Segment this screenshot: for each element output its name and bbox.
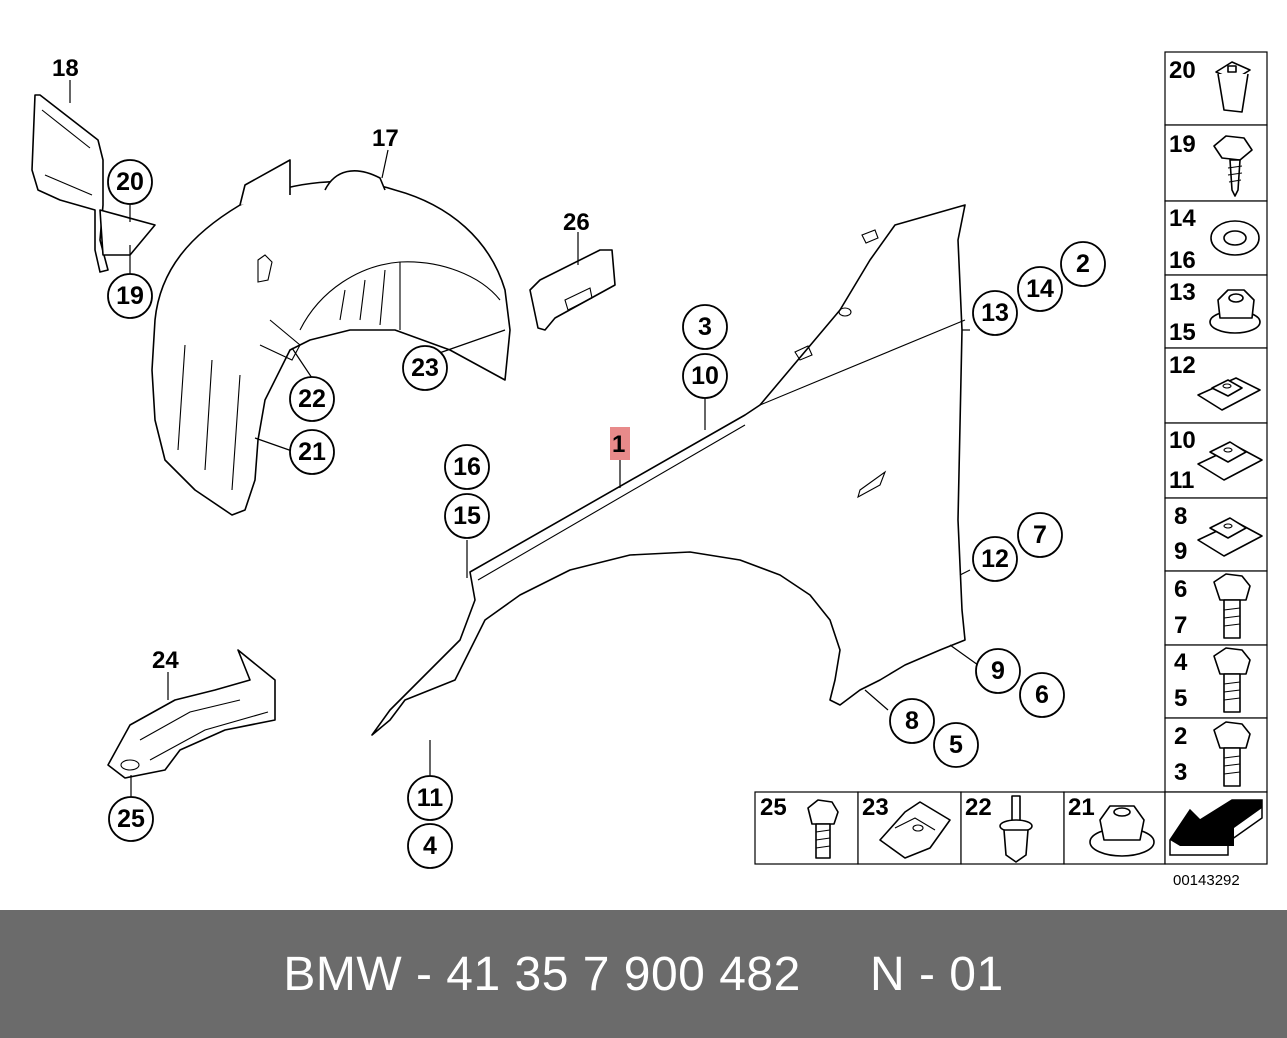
label-1-highlighted: 1 [612, 431, 625, 458]
svg-text:9: 9 [991, 657, 1005, 685]
callout-19: 19 [107, 273, 153, 319]
hex-collar-nut-icon [1209, 289, 1261, 334]
side-legend-label-14: 14 [1169, 205, 1196, 232]
callout-15: 15 [444, 493, 490, 539]
self-tapping-screw-icon [1213, 135, 1253, 197]
side-fastener-legend: 20 19 14 16 13 15 12 10 11 8 9 6 7 4 5 2… [1164, 51, 1268, 793]
side-legend-label-12: 12 [1169, 352, 1196, 379]
svg-text:7: 7 [1033, 521, 1047, 549]
footer-bar: BMW - 41 35 7 900 482 N - 01 [0, 910, 1287, 1038]
label-24: 24 [152, 647, 179, 674]
label-26: 26 [563, 209, 590, 236]
part-18-bracket [31, 80, 156, 273]
part-26-clip-bracket [529, 232, 616, 331]
expanding-nut-icon [1215, 61, 1251, 113]
svg-text:16: 16 [453, 453, 481, 481]
svg-text:11: 11 [417, 784, 444, 812]
label-17: 17 [372, 125, 399, 152]
callout-12: 12 [972, 536, 1018, 582]
diagram-code: 00143292 [1173, 872, 1240, 889]
side-legend-label-6: 6 [1174, 576, 1187, 603]
callout-14: 14 [1017, 266, 1063, 312]
svg-text:22: 22 [298, 385, 326, 413]
parts-diagram: 18 17 26 1 24 [31, 51, 1268, 889]
label-18: 18 [52, 55, 79, 82]
bottom-fastener-legend: 25 23 22 21 [754, 791, 1268, 865]
side-legend-label-4: 4 [1174, 649, 1188, 676]
callout-20: 20 [107, 159, 153, 205]
callout-3: 3 [682, 304, 728, 350]
callout-21: 21 [289, 429, 335, 475]
side-legend-label-3: 3 [1174, 759, 1187, 786]
side-legend-label-13: 13 [1169, 279, 1196, 306]
side-legend-label-16: 16 [1169, 247, 1196, 274]
callout-25: 25 [108, 796, 154, 842]
callout-4: 4 [407, 823, 453, 869]
callout-23: 23 [402, 345, 448, 391]
direction-arrow-icon [1169, 799, 1263, 856]
side-legend-label-10: 10 [1169, 427, 1196, 454]
side-legend-label-9: 9 [1174, 538, 1187, 565]
callout-7: 7 [1017, 512, 1063, 558]
svg-text:15: 15 [453, 502, 481, 530]
flange-nut-icon [1089, 805, 1155, 857]
bottom-legend-label-22: 22 [965, 794, 992, 821]
side-legend-label-11: 11 [1169, 467, 1194, 494]
hex-screw-icon [807, 799, 839, 859]
part-17-wheel-arch-liner [151, 149, 511, 516]
hex-bolt-icon [1213, 647, 1251, 713]
spring-clip-nut-icon [879, 801, 951, 859]
svg-text:21: 21 [298, 438, 326, 466]
callout-6: 6 [1019, 672, 1065, 718]
side-legend-label-8: 8 [1174, 503, 1187, 530]
bottom-legend-label-23: 23 [862, 794, 889, 821]
cage-nut-icon [1197, 441, 1263, 481]
bottom-legend-label-21: 21 [1068, 794, 1095, 821]
svg-text:2: 2 [1076, 250, 1090, 278]
svg-text:5: 5 [949, 731, 963, 759]
bottom-legend-label-25: 25 [760, 794, 787, 821]
svg-text:19: 19 [116, 282, 144, 310]
side-legend-label-19: 19 [1169, 131, 1196, 158]
callout-5: 5 [933, 722, 979, 768]
svg-text:8: 8 [905, 707, 919, 735]
hex-bolt-icon [1213, 573, 1251, 639]
svg-text:10: 10 [691, 362, 719, 390]
side-legend-label-7: 7 [1174, 612, 1187, 639]
hex-bolt-icon [1213, 721, 1251, 787]
callout-2: 2 [1060, 241, 1106, 287]
callout-8: 8 [889, 698, 935, 744]
callout-13: 13 [972, 290, 1018, 336]
expanding-rivet-icon [999, 795, 1033, 863]
callout-10: 10 [682, 353, 728, 399]
leader-lines [129, 202, 979, 798]
svg-text:12: 12 [981, 545, 1009, 573]
part-number-caption: BMW - 41 35 7 900 482 N - 01 [283, 947, 1004, 1001]
side-legend-label-2: 2 [1174, 723, 1187, 750]
part-1-front-fender [371, 204, 966, 736]
svg-text:23: 23 [411, 354, 439, 382]
side-legend-label-5: 5 [1174, 685, 1187, 712]
svg-text:6: 6 [1035, 681, 1049, 709]
side-legend-label-20: 20 [1169, 57, 1196, 84]
washer-icon [1210, 220, 1260, 256]
callout-11: 11 [407, 775, 453, 821]
svg-text:4: 4 [423, 832, 437, 860]
side-legend-label-15: 15 [1169, 319, 1196, 346]
svg-text:20: 20 [116, 168, 144, 196]
svg-text:3: 3 [698, 313, 712, 341]
svg-text:13: 13 [981, 299, 1009, 327]
callout-22: 22 [289, 376, 335, 422]
callout-16: 16 [444, 444, 490, 490]
cage-nut-icon [1197, 517, 1263, 557]
svg-text:25: 25 [117, 805, 145, 833]
callout-9: 9 [975, 648, 1021, 694]
svg-text:14: 14 [1026, 275, 1054, 303]
highlight-marker [610, 427, 630, 460]
part-24-support [107, 649, 276, 779]
cage-nut-icon [1197, 377, 1261, 411]
